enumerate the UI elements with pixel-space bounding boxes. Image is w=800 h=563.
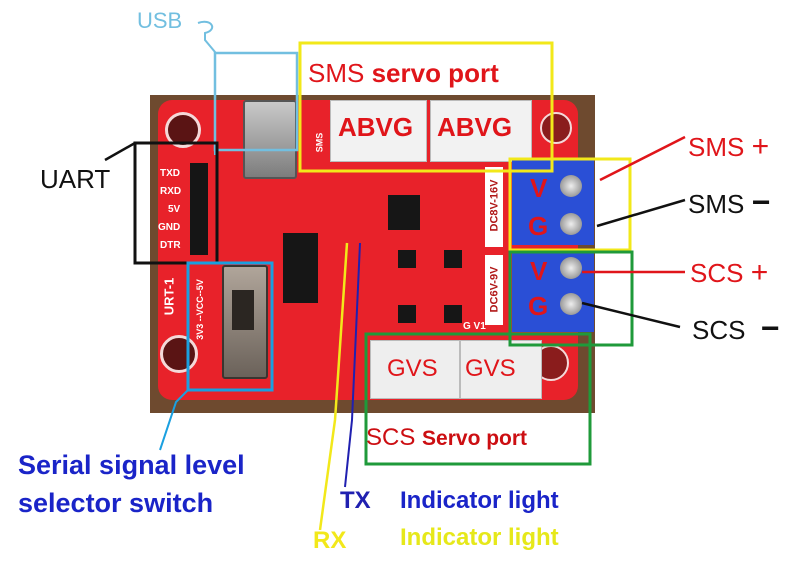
uart-header: [190, 163, 208, 255]
terminal-screw: [560, 257, 582, 279]
terminal-scs-v: V: [530, 256, 548, 286]
scs-plus-label: SCS +: [690, 258, 768, 288]
usb-leader-line: [197, 20, 216, 155]
scs-minus-leader-line: [581, 301, 681, 329]
ic-chip: [398, 305, 416, 323]
uart-leader-line: [104, 141, 136, 162]
gv-silk: G V1: [463, 321, 486, 332]
ic-chip: [444, 250, 462, 268]
uart-pin-label: TXD: [160, 168, 180, 179]
scs-minus-label: SCS −: [692, 312, 779, 344]
sms-power-terminal: [512, 160, 594, 245]
sms-servo-port-box: [298, 41, 554, 173]
switch-knob: [232, 290, 254, 330]
rx-label: RX: [313, 527, 347, 554]
sms-connector-label: ABVG: [338, 112, 414, 142]
minus-sign: −: [751, 184, 771, 220]
minus-sign: −: [760, 310, 780, 346]
selector-switch-label-line1: Serial signal level: [18, 450, 245, 480]
tx-leader-line: [344, 242, 361, 488]
sms-servo-port-prefix: SMS: [308, 58, 365, 88]
sms-servo-port-label: SMS servo port: [308, 60, 499, 86]
selector-switch-box: [186, 261, 274, 392]
sms-plus-label: SMS +: [688, 132, 769, 162]
sms-plus-leader-line: [599, 135, 686, 182]
uart-label: UART: [40, 164, 111, 194]
ic-chip: [444, 305, 462, 323]
plus-sign: +: [750, 256, 769, 289]
tx-indicator-label: Indicator light: [400, 487, 559, 514]
power-label-scs-box: [485, 255, 503, 325]
sms-servo-port-suffix: servo port: [371, 58, 499, 88]
selector-switch-leader-line: [159, 389, 189, 451]
scs-connector-label: GVS: [465, 355, 516, 382]
uart-pin-label: GND: [158, 222, 181, 233]
sms-terminal-box: [508, 157, 632, 252]
tx-label: TX: [340, 487, 371, 514]
sms-connector: [330, 100, 427, 162]
scs-connector: [370, 340, 460, 399]
terminal-screw: [560, 175, 582, 197]
scs-servo-port-label: SCS Servo port: [366, 426, 527, 450]
sms-plus-text: SMS: [688, 132, 745, 162]
uart-pin-label: RXD: [160, 186, 182, 197]
scs-servo-port-prefix: SCS: [366, 424, 416, 451]
mounting-hole: [160, 335, 198, 373]
sms-minus-text: SMS: [688, 189, 745, 219]
uart-pin-label: 5V: [168, 204, 181, 215]
sms-connector: [430, 100, 532, 162]
usb-connector: [243, 100, 297, 179]
usb-box: [213, 51, 299, 152]
scs-plus-text: SCS: [690, 258, 744, 288]
scs-servo-port-box: [364, 332, 592, 466]
rx-indicator-label: Indicator light: [400, 524, 559, 551]
selector-switch-label-line2: selector switch: [18, 488, 214, 518]
terminal-sms-v: V: [530, 173, 548, 203]
ic-chip: [398, 250, 416, 268]
plus-sign: +: [751, 130, 770, 163]
terminal-sms-g: G: [528, 211, 549, 241]
scs-servo-port-suffix: Servo port: [422, 427, 528, 450]
scs-terminal-box: [508, 250, 634, 347]
power-label-sms-box: [485, 167, 503, 247]
terminal-scs-g: G: [528, 291, 549, 321]
uart-pin-label: DTR: [160, 240, 181, 251]
sms-minus-leader-line: [596, 198, 686, 228]
terminal-screw: [560, 293, 582, 315]
ic-chip: [283, 233, 318, 303]
ic-chip: [388, 195, 420, 230]
uart-box: [133, 141, 219, 265]
scs-minus-text: SCS: [692, 315, 746, 345]
scs-connector: [460, 340, 542, 399]
scs-connector-label: GVS: [387, 355, 438, 382]
sms-connector-label: ABVG: [437, 112, 513, 142]
terminal-screw: [560, 213, 582, 235]
rx-leader-line: [318, 242, 349, 531]
mounting-hole: [540, 112, 572, 144]
usb-label: USB: [137, 8, 183, 33]
sms-minus-label: SMS −: [688, 186, 770, 218]
